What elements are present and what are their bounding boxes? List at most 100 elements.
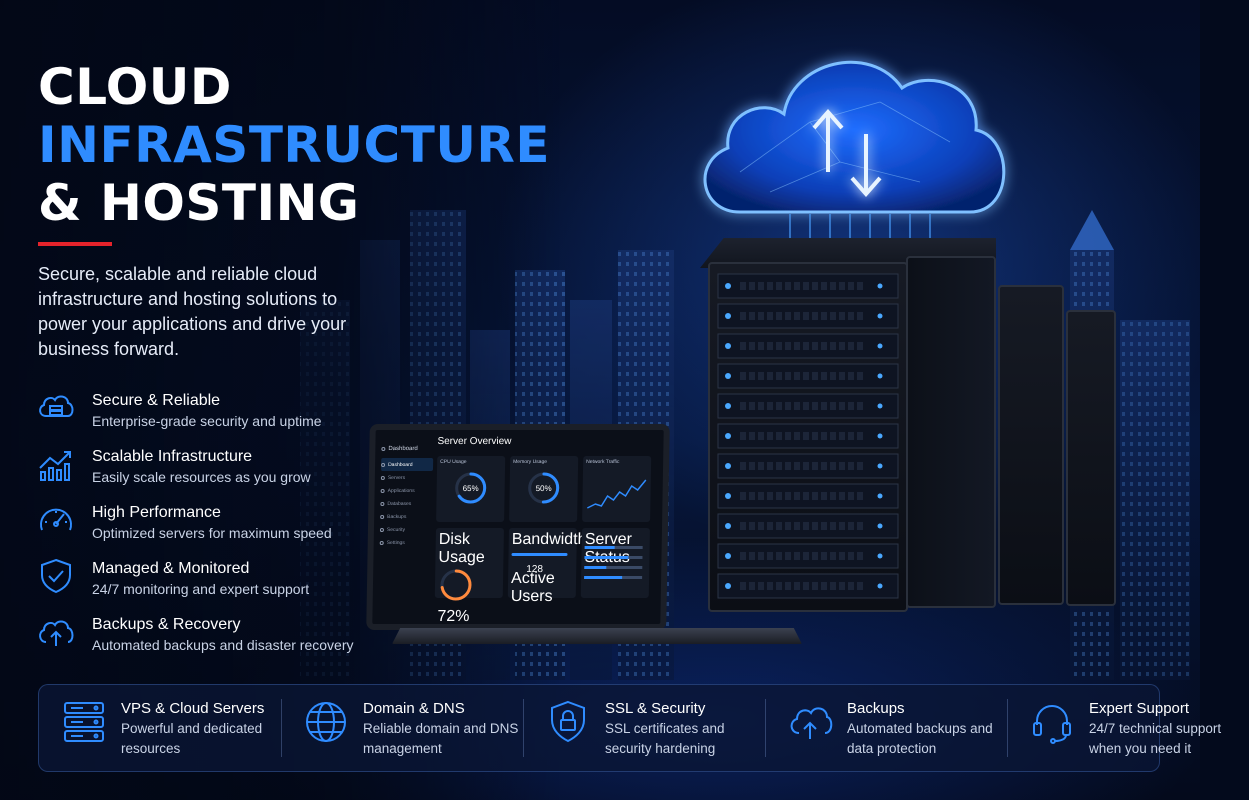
drive-bay	[857, 522, 863, 530]
nav-label: Backups	[387, 513, 407, 520]
server-status-card: Server Status	[580, 528, 650, 598]
drive-bay	[830, 462, 836, 470]
service-title: SSL & Security	[605, 700, 706, 717]
drive-bay	[803, 402, 809, 410]
drive-bay	[776, 462, 782, 470]
drive-bay	[785, 312, 791, 320]
drive-bay	[839, 312, 845, 320]
drive-bay	[812, 312, 818, 320]
status-led	[725, 343, 731, 349]
dashboard-nav-item[interactable]: Servers	[380, 471, 433, 484]
drive-bay	[758, 312, 764, 320]
status-led	[877, 343, 883, 349]
drive-bay	[794, 372, 800, 380]
drive-bay	[767, 432, 773, 440]
status-led	[725, 553, 731, 559]
dashboard-nav-item[interactable]: Databases	[380, 497, 432, 510]
shield-check-icon	[36, 558, 80, 598]
drive-bay	[830, 372, 836, 380]
drive-bay	[785, 522, 791, 530]
bandwidth-bar	[511, 553, 568, 556]
drive-bay	[857, 492, 863, 500]
feature-title: Scalable Infrastructure	[92, 448, 253, 465]
drive-bay	[839, 522, 845, 530]
drive-bay	[740, 492, 746, 500]
drive-bay	[839, 402, 845, 410]
left-vignette	[0, 0, 560, 800]
dashboard-brand: Dashboard	[381, 440, 433, 458]
drive-bay	[803, 282, 809, 290]
feature-desc: Enterprise-grade security and uptime	[92, 413, 322, 429]
server-units	[717, 273, 899, 599]
server-rack-side	[906, 256, 996, 608]
server-unit	[717, 333, 899, 359]
drive-bay	[857, 372, 863, 380]
drive-bay	[767, 342, 773, 350]
drive-bay	[740, 282, 746, 290]
cloud-server-icon	[36, 390, 80, 430]
headline-line3: & HOSTING	[38, 174, 360, 232]
drive-bay	[821, 312, 827, 320]
service-desc: Automated backups and data protection	[847, 721, 993, 756]
card-value: 72%	[437, 608, 470, 625]
drive-bay	[785, 462, 791, 470]
drive-bay	[740, 402, 746, 410]
drive-bay	[812, 282, 818, 290]
status-led	[725, 523, 731, 529]
drive-bay	[749, 402, 755, 410]
status-led	[877, 403, 883, 409]
drive-bay	[785, 552, 791, 560]
drive-bay	[776, 342, 782, 350]
growth-chart-icon	[36, 446, 80, 486]
drive-bay	[812, 342, 818, 350]
drive-bay	[776, 312, 782, 320]
feature-item: Scalable Infrastructure Easily scale res…	[36, 446, 386, 502]
drive-bay	[839, 372, 845, 380]
drive-bay	[812, 582, 818, 590]
drive-bay	[785, 372, 791, 380]
dashboard-nav-item[interactable]: Backups	[380, 510, 432, 523]
service-item: SSL & Security SSL certificates and secu…	[523, 685, 765, 771]
dashboard-nav-item[interactable]: Applications	[380, 484, 433, 497]
drive-bay	[749, 342, 755, 350]
dashboard-title: Server Overview	[437, 436, 512, 447]
drive-bay	[803, 492, 809, 500]
service-item: Expert Support 24/7 technical support wh…	[1007, 685, 1249, 771]
drive-bay	[812, 432, 818, 440]
nav-label: Applications	[387, 487, 415, 494]
drive-bay	[767, 462, 773, 470]
drive-bay	[740, 462, 746, 470]
status-led	[725, 463, 731, 469]
drive-bay	[749, 312, 755, 320]
status-rows	[584, 546, 643, 579]
service-desc: Powerful and dedicated resources	[121, 721, 263, 756]
drive-bay	[812, 552, 818, 560]
nav-label: Servers	[387, 474, 406, 481]
feature-title: Managed & Monitored	[92, 560, 250, 577]
drive-bay	[803, 552, 809, 560]
active-users-label: Active Users	[510, 570, 555, 605]
bandwidth-card: Bandwidth Active Users 128	[507, 528, 587, 605]
drive-bay	[776, 372, 782, 380]
drive-bay	[812, 492, 818, 500]
status-led	[877, 553, 883, 559]
service-title: Expert Support	[1089, 700, 1190, 717]
feature-desc: Easily scale resources as you grow	[92, 469, 311, 485]
feature-item: High Performance Optimized servers for m…	[36, 502, 386, 558]
drive-bay	[830, 552, 836, 560]
status-led	[725, 283, 731, 289]
drive-bay	[767, 402, 773, 410]
drive-bay	[803, 312, 809, 320]
nav-label: Security	[386, 526, 406, 533]
dashboard-nav-item[interactable]: Dashboard	[380, 458, 434, 471]
drive-bay	[767, 552, 773, 560]
drive-bay	[767, 582, 773, 590]
drive-bay	[785, 432, 791, 440]
drive-bay	[794, 312, 800, 320]
dashboard-nav-item[interactable]: Settings	[379, 536, 432, 549]
dashboard-nav-item[interactable]: Security	[379, 523, 432, 536]
drive-bay	[758, 432, 764, 440]
drive-bay	[821, 552, 827, 560]
